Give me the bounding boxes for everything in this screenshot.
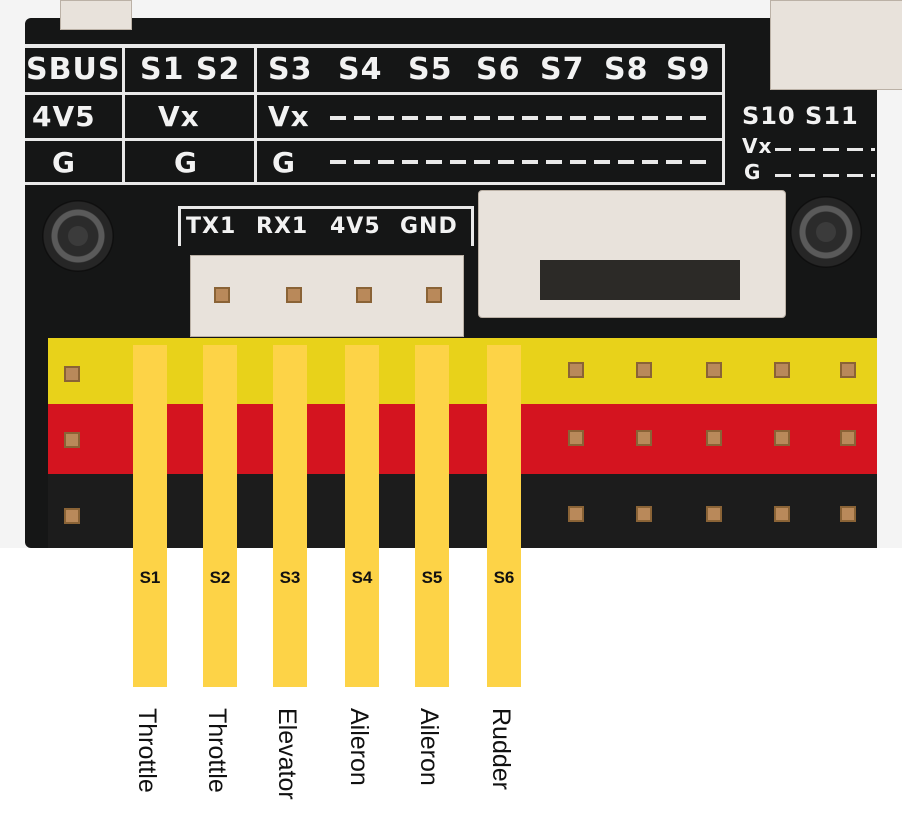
channel-function-s4: Aileron — [345, 708, 373, 786]
silk-s8: S8 — [604, 52, 649, 87]
channel-id-s5: S5 — [421, 568, 443, 587]
silk-s7: S7 — [540, 52, 585, 87]
silk-bracket — [178, 206, 474, 209]
silk-s4: S4 — [338, 52, 383, 87]
channel-bar-s2 — [203, 345, 237, 687]
silk-s6: S6 — [476, 52, 521, 87]
uart-pin — [214, 287, 230, 303]
channel-bar-s1 — [133, 345, 167, 687]
jst-connector-opening — [540, 260, 740, 300]
silk-s9: S9 — [666, 52, 711, 87]
silk-line — [25, 182, 725, 185]
silk-s10-s11: S10 S11 — [742, 102, 859, 130]
silk-bracket — [178, 206, 181, 246]
silk-line — [25, 138, 725, 141]
silk-g2: G — [174, 146, 198, 179]
header-pin — [568, 430, 584, 446]
silk-4v5: 4V5 — [32, 100, 96, 133]
mounting-screw-right — [790, 196, 862, 268]
header-pin — [568, 362, 584, 378]
silk-g-bus: G — [272, 146, 296, 179]
silk-line — [722, 44, 725, 184]
uart-pin — [426, 287, 442, 303]
silk-dash-line — [775, 174, 875, 177]
channel-id-s1: S1 — [139, 568, 161, 587]
silk-s5: S5 — [408, 52, 453, 87]
silk-vx-bus: Vx — [268, 100, 310, 133]
header-pin — [774, 362, 790, 378]
channel-id-s3: S3 — [279, 568, 301, 587]
channel-id-s4: S4 — [351, 568, 373, 587]
channel-bar-s3 — [273, 345, 307, 687]
uart-pin — [356, 287, 372, 303]
silk-gnd: GND — [400, 214, 458, 239]
header-pin — [64, 366, 80, 382]
channel-function-s5: Aileron — [415, 708, 443, 786]
ground-pin-row — [48, 474, 877, 548]
channel-function-s1: Throttle — [133, 708, 161, 793]
silk-right-g: G — [744, 160, 762, 184]
header-pin — [636, 506, 652, 522]
silk-sbus: SBUS — [26, 52, 121, 87]
silk-right-vx: Vx — [742, 134, 773, 158]
silk-dash-line — [775, 148, 875, 151]
header-pin — [568, 506, 584, 522]
header-pin — [636, 362, 652, 378]
silk-line — [254, 44, 257, 184]
header-pin — [840, 362, 856, 378]
uart-header — [190, 255, 464, 337]
board-photo: SBUS S1 S2 S3 S4 S5 S6 S7 S8 S9 4V5 Vx V… — [0, 0, 902, 548]
uart-pin — [286, 287, 302, 303]
silk-bracket — [471, 206, 474, 246]
channel-function-s3: Elevator — [273, 708, 301, 800]
silk-line — [25, 44, 725, 48]
silk-g: G — [52, 146, 76, 179]
header-pin — [706, 362, 722, 378]
header-pin — [840, 430, 856, 446]
silk-vx: Vx — [158, 100, 200, 133]
header-pin — [840, 506, 856, 522]
header-pin — [636, 430, 652, 446]
header-pin — [774, 506, 790, 522]
silk-s1-s2: S1 S2 — [140, 52, 241, 87]
header-pin — [64, 432, 80, 448]
signal-pin-row — [48, 338, 877, 404]
silk-s3: S3 — [268, 52, 313, 87]
header-pin — [64, 508, 80, 524]
channel-bar-s5 — [415, 345, 449, 687]
channel-id-s2: S2 — [209, 568, 231, 587]
top-connector-right — [770, 0, 902, 90]
header-pin — [706, 430, 722, 446]
silk-rx1: RX1 — [256, 214, 309, 239]
top-connector-left — [60, 0, 132, 30]
channel-bar-s4 — [345, 345, 379, 687]
channel-bar-s6 — [487, 345, 521, 687]
mounting-screw-left — [42, 200, 114, 272]
silk-4v5-uart: 4V5 — [330, 214, 381, 239]
channel-id-s6: S6 — [493, 568, 515, 587]
silk-dash-line — [330, 116, 710, 120]
power-pin-row — [48, 404, 877, 474]
channel-function-s2: Throttle — [203, 708, 231, 793]
silk-line — [25, 92, 725, 95]
header-pin — [774, 430, 790, 446]
channel-function-s6: Rudder — [487, 708, 515, 790]
silk-line — [122, 44, 125, 184]
silk-dash-line — [330, 160, 710, 164]
silk-tx1: TX1 — [186, 214, 237, 239]
header-pin — [706, 506, 722, 522]
